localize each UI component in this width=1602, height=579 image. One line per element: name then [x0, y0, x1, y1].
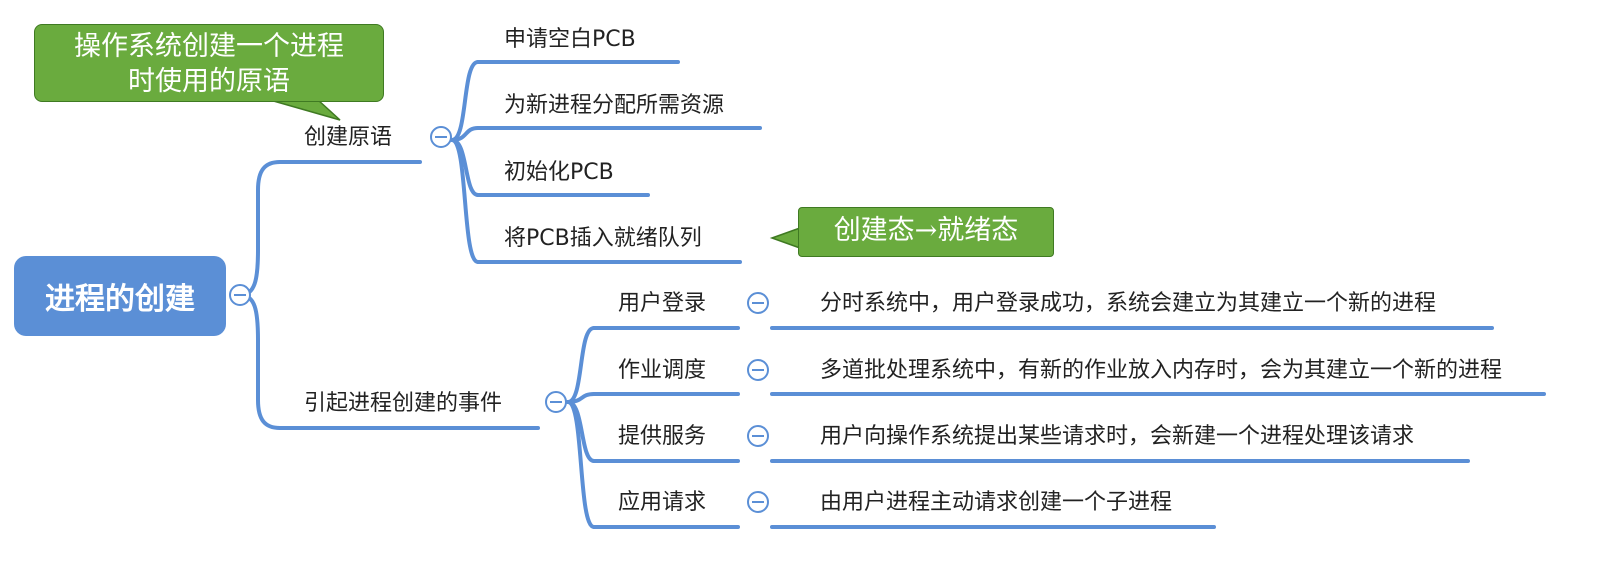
event-detail-4[interactable]: 由用户进程主动请求创建一个子进程 — [820, 490, 1173, 515]
callout-tail-primitive — [269, 99, 341, 121]
callout-tail-state — [769, 226, 801, 250]
callout-primitive-line-1: 操作系统创建一个进程 — [74, 31, 344, 62]
primitive-child-3[interactable]: 初始化PCB — [504, 160, 614, 185]
connector-event-1 — [566, 326, 596, 404]
event-child-2[interactable]: 作业调度 — [618, 358, 707, 383]
root-node-label: 进程的创建 — [45, 282, 195, 317]
connector-primitive-2 — [450, 126, 480, 142]
primitive-child-4[interactable]: 将PCB插入就绪队列 — [504, 226, 702, 251]
event-detail-1[interactable]: 分时系统中，用户登录成功，系统会建立为其建立一个新的进程 — [820, 291, 1437, 316]
callout-primitive-note: 操作系统创建一个进程 时使用的原语 — [34, 24, 384, 102]
callout-state-text: 创建态→就绪态 — [833, 215, 1019, 246]
collapse-events-icon[interactable] — [545, 391, 567, 413]
event-detail-3[interactable]: 用户向操作系统提出某些请求时，会新建一个进程处理该请求 — [820, 424, 1415, 449]
collapse-event-3-icon[interactable] — [747, 425, 769, 447]
collapse-root-icon[interactable] — [229, 284, 251, 306]
collapse-event-2-icon[interactable] — [747, 359, 769, 381]
event-detail-2[interactable]: 多道批处理系统中，有新的作业放入内存时，会为其建立一个新的进程 — [820, 358, 1503, 383]
event-child-3[interactable]: 提供服务 — [618, 424, 707, 449]
connector-primitive-4 — [450, 138, 480, 264]
connector-primitive-1 — [450, 60, 480, 142]
connector-root-primitive — [238, 160, 282, 297]
event-child-4[interactable]: 应用请求 — [618, 490, 707, 515]
primitive-child-2[interactable]: 为新进程分配所需资源 — [504, 93, 725, 118]
primitive-child-1[interactable]: 申请空白PCB — [504, 27, 636, 52]
branch-events-label[interactable]: 引起进程创建的事件 — [304, 391, 503, 416]
branch-primitive-label[interactable]: 创建原语 — [304, 125, 393, 150]
collapse-primitive-icon[interactable] — [430, 126, 452, 148]
event-child-1[interactable]: 用户登录 — [618, 291, 707, 316]
callout-primitive-line-2: 时使用的原语 — [128, 66, 290, 97]
collapse-event-1-icon[interactable] — [747, 292, 769, 314]
connector-event-4 — [566, 400, 596, 529]
root-node[interactable]: 进程的创建 — [14, 256, 226, 336]
connector-root-events — [238, 293, 282, 430]
collapse-event-4-icon[interactable] — [747, 491, 769, 513]
callout-state-note: 创建态→就绪态 — [798, 207, 1054, 257]
